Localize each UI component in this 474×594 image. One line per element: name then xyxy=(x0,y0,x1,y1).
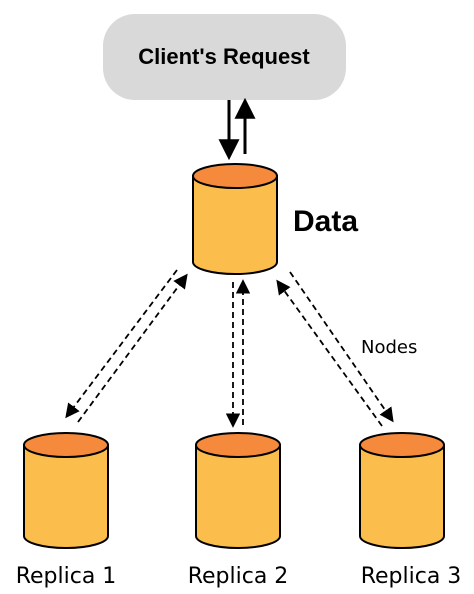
client-request-label: Client's Request xyxy=(138,44,310,69)
nodes-label: Nodes xyxy=(361,337,417,358)
replica-2-cylinder-icon xyxy=(195,432,281,549)
request-response-arrows xyxy=(218,97,256,161)
replica-2-label: Replica 2 xyxy=(188,564,289,589)
replica-3-cylinder-icon xyxy=(359,432,445,549)
replica-1-cylinder-icon xyxy=(23,432,109,549)
replica-1-label: Replica 1 xyxy=(16,564,117,589)
replica-3-label: Replica 3 xyxy=(361,564,462,589)
replica-1-arrow-down xyxy=(65,269,178,419)
data-cylinder-icon xyxy=(192,163,278,275)
client-request-box: Client's Request xyxy=(103,14,346,100)
replica-1-arrow-up xyxy=(77,273,188,423)
replication-arrows xyxy=(65,269,394,428)
data-label: Data xyxy=(293,205,358,238)
